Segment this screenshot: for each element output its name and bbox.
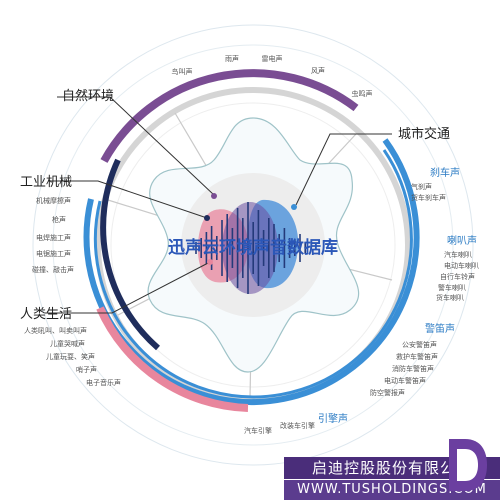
traffic-item-bike-bell: 自行车铃声 xyxy=(440,272,475,281)
outer-ring-faint-1 xyxy=(32,24,474,466)
human-dot xyxy=(207,259,213,265)
inner-gray-ring xyxy=(110,102,396,388)
category-label-human: 人类生活 xyxy=(20,307,72,322)
waveform-bars xyxy=(195,202,307,294)
traffic-arc-inner xyxy=(93,149,413,399)
traffic-item-car-engine: 汽车引擎 xyxy=(244,426,272,435)
industry-dot xyxy=(204,215,210,221)
traffic-group-siren: 警笛声 xyxy=(425,322,455,335)
traffic-item-police-siren: 公安警笛声 xyxy=(402,340,437,349)
purple-petal xyxy=(222,202,278,294)
industry-item-collision: 碰撞、敲击声 xyxy=(32,265,74,274)
leader-lines xyxy=(45,96,392,314)
traffic-item-car-horn: 汽车喇叭 xyxy=(444,250,472,259)
human-item-child-crying: 儿童哭喊声 xyxy=(50,339,85,348)
nature-dot xyxy=(211,193,217,199)
outer-ring-faint-2 xyxy=(52,44,454,446)
traffic-group-horn: 喇叭声 xyxy=(447,234,477,247)
nature-item-bird: 鸟叫声 xyxy=(172,67,193,76)
traffic-item-air-raid-siren: 防空警报声 xyxy=(370,388,405,397)
industry-item-friction: 机械摩擦声 xyxy=(36,196,71,205)
industry-item-welding: 电焊施工声 xyxy=(36,233,71,242)
nature-item-wind: 风声 xyxy=(311,66,325,75)
traffic-arc-outer xyxy=(83,138,420,406)
traffic-item-truck-brake: 货车刹车声 xyxy=(411,193,446,202)
traffic-item-ebike-horn: 电动车喇叭 xyxy=(444,261,479,270)
traffic-item-ebike-siren: 电动车警笛声 xyxy=(384,376,426,385)
nature-arc xyxy=(100,69,359,163)
footer-company-name: 启迪控股股份有限公司 xyxy=(284,457,500,479)
human-item-shouting: 人类吼叫、叫卖叫声 xyxy=(24,326,87,335)
human-item-electronic-music: 电子音乐声 xyxy=(86,378,121,387)
traffic-item-ambulance-siren: 救护车警笛声 xyxy=(396,352,438,361)
traffic-item-truck-horn: 货车喇叭 xyxy=(436,293,464,302)
nature-item-thunder: 雷电声 xyxy=(262,54,283,63)
nature-item-rain: 雨声 xyxy=(225,54,239,63)
footer-url[interactable]: WWW.TUSHOLDINGS.COM xyxy=(284,480,500,500)
human-item-whistle: 哨子声 xyxy=(76,365,97,374)
category-label-industry: 工业机械 xyxy=(20,175,72,190)
traffic-dot xyxy=(291,204,297,210)
footer-brand-band: 启迪控股股份有限公司 WWW.TUSHOLDINGS.COM xyxy=(284,457,500,500)
traffic-group-engine: 引擎声 xyxy=(318,412,348,425)
center-title: 迅声云环境声音数据库 xyxy=(168,237,338,258)
traffic-item-air-brake: 气刹声 xyxy=(411,182,432,191)
nature-item-insect: 虫鸣声 xyxy=(352,89,373,98)
traffic-group-brake: 刹车声 xyxy=(430,166,460,179)
human-arc xyxy=(96,306,249,412)
traffic-item-modified-engine: 改装车引擎 xyxy=(280,421,315,430)
industry-item-saw: 电锯施工声 xyxy=(36,249,71,258)
human-item-child-playing: 儿童玩耍、笑声 xyxy=(46,352,95,361)
company-logo-icon xyxy=(449,439,487,491)
industry-item-gunshot: 枪声 xyxy=(52,215,66,224)
category-label-traffic: 城市交通 xyxy=(398,126,450,142)
traffic-item-police-horn: 警车喇叭 xyxy=(438,283,466,292)
traffic-item-fire-siren: 消防车警笛声 xyxy=(392,364,434,373)
industry-arc xyxy=(100,158,160,351)
category-label-nature: 自然环境 xyxy=(62,88,114,104)
